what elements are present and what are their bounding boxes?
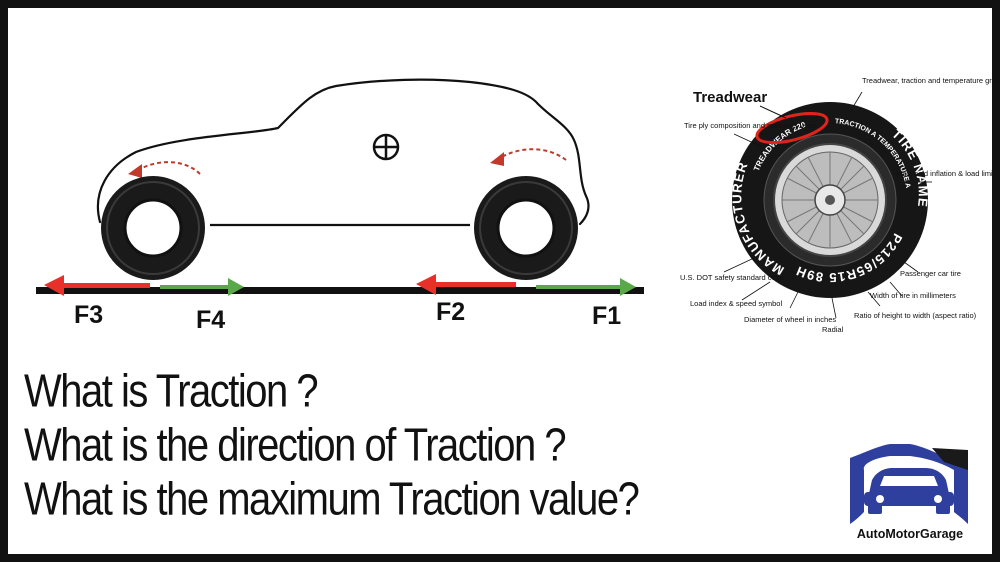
tire-diagram-title: Treadwear — [693, 89, 767, 106]
logo-brand-text: AutoMotorGarage — [857, 527, 963, 541]
svg-text:Passenger car tire: Passenger car tire — [900, 269, 961, 278]
svg-text:Radial: Radial — [822, 325, 844, 334]
callout-dot-label: U.S. DOT safety standard code — [680, 273, 784, 282]
car-front-icon — [864, 468, 954, 514]
svg-text:Load index & speed symbol: Load index & speed symbol — [690, 299, 782, 308]
callout-ply-label: Tire ply composition and materials used — [684, 121, 816, 130]
callout-diameter-label: Diameter of wheel in inches — [744, 315, 836, 324]
f2-force-arrow — [416, 274, 516, 295]
front-wheel — [474, 176, 578, 280]
callout-grades-label: Treadwear, traction and temperature grad… — [862, 76, 1000, 85]
f4-label: F4 — [196, 306, 225, 334]
front-wheel-rotation-arrow — [490, 148, 567, 166]
car-body-outline — [96, 78, 590, 226]
garage-roof-dark — [932, 448, 968, 470]
callout-load-speed-label: Load index & speed symbol — [690, 299, 782, 308]
question-2: What is the direction of Traction ? — [24, 420, 567, 471]
f1-label: F1 — [592, 302, 621, 330]
svg-text:Max. cold inflation & load lim: Max. cold inflation & load limit — [896, 169, 996, 178]
callout-inflation-label: Max. cold inflation & load limit — [896, 169, 996, 178]
svg-text:Tire ply composition and mater: Tire ply composition and materials used — [684, 121, 816, 130]
rear-wheel — [101, 176, 205, 280]
question-1: What is Traction ? — [24, 366, 319, 417]
svg-text:Treadwear, traction and temper: Treadwear, traction and temperature grad… — [862, 76, 1000, 85]
question-3: What is the maximum Traction value? — [24, 474, 640, 525]
f2-label: F2 — [436, 298, 465, 326]
rear-wheel-rotation-arrow — [128, 161, 201, 178]
center-of-gravity-icon — [372, 133, 400, 161]
callout-ratio-label: Ratio of height to width (aspect ratio) — [854, 311, 977, 320]
callout-radial-label: Radial — [822, 325, 844, 334]
svg-text:Ratio of height to width (aspe: Ratio of height to width (aspect ratio) — [854, 311, 977, 320]
callout-width-label: Width of tire in millimeters — [870, 291, 956, 300]
f3-force-arrow — [44, 275, 150, 296]
treadwear-highlight-ellipse — [755, 111, 829, 145]
svg-text:U.S. DOT safety standard code: U.S. DOT safety standard code — [680, 273, 784, 282]
f1-force-arrow — [536, 278, 636, 296]
svg-text:Width of tire in millimeters: Width of tire in millimeters — [870, 291, 956, 300]
callout-lines — [723, 91, 932, 319]
ground-line — [36, 287, 644, 294]
f3-label: F3 — [74, 301, 103, 329]
callout-passenger-label: Passenger car tire — [900, 269, 961, 278]
f4-force-arrow — [160, 278, 244, 296]
svg-text:Diameter of wheel in inches: Diameter of wheel in inches — [744, 315, 836, 324]
